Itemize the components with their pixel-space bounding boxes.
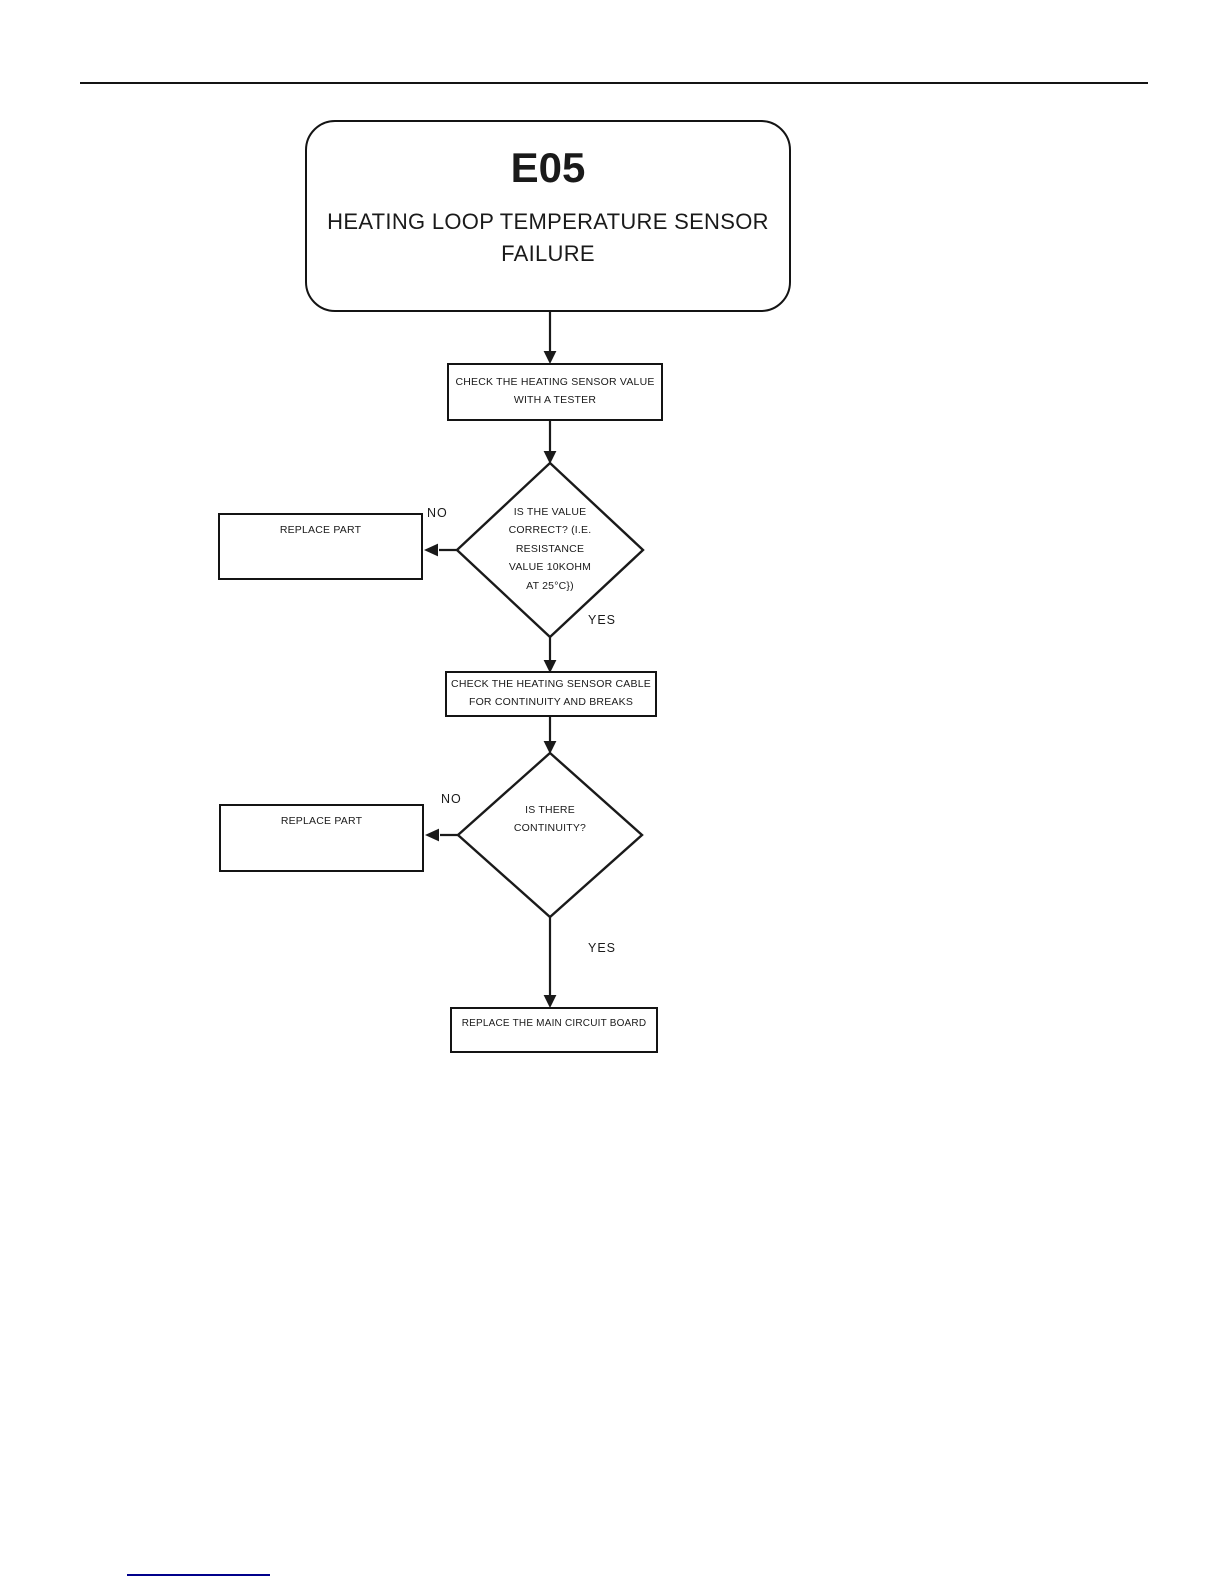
step-replace-main-board: REPLACE THE MAIN CIRCUIT BOARD (450, 1007, 658, 1053)
arrowhead-step1-to-decision1 (543, 451, 557, 464)
arrowhead-decision2-no (425, 828, 439, 842)
decision-continuity-label: IS THERE CONTINUITY? (513, 804, 587, 835)
arrowhead-decision1-no (424, 543, 438, 557)
header-rule (80, 82, 1148, 84)
error-code-node: E05 HEATING LOOP TEMPERATURE SENSOR FAIL… (305, 120, 791, 312)
edge-label-no-2: NO (441, 792, 462, 806)
edge-label-no-1: NO (427, 506, 448, 520)
step-check-sensor-value: CHECK THE HEATING SENSOR VALUE WITH A TE… (447, 363, 663, 421)
edge-label-yes-2: YES (588, 941, 617, 955)
footer-link-underline[interactable] (127, 1574, 270, 1576)
step-replace-part-2: REPLACE PART (219, 804, 424, 872)
step-check-sensor-cable: CHECK THE HEATING SENSOR CABLE FOR CONTI… (445, 671, 657, 717)
step-replace-part-1: REPLACE PART (218, 513, 423, 580)
arrowhead-step2-to-decision2 (543, 741, 557, 754)
edge-label-yes-1: YES (588, 613, 617, 627)
error-title: HEATING LOOP TEMPERATURE SENSOR FAILURE (327, 209, 769, 267)
decision-value-correct-label: IS THE VALUE CORRECT? (I.E. RESISTANCE V… (508, 506, 592, 592)
error-code: E05 (510, 144, 586, 191)
